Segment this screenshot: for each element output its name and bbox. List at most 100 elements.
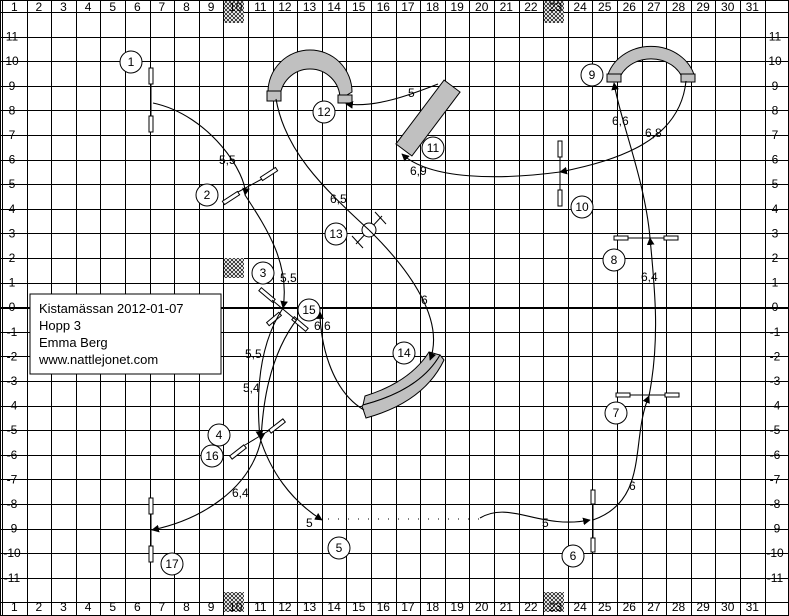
x-axis-tick-label: 27 [647, 0, 661, 14]
svg-text:12: 12 [317, 105, 331, 119]
obstacle-number: 12 [312, 100, 336, 124]
distance-label: 5 [542, 516, 549, 530]
x-axis-tick-label: 25 [598, 600, 612, 614]
website-url: www.nattlejonet.com [38, 352, 158, 367]
svg-text:7: 7 [613, 406, 620, 420]
obstacle-number: 7 [604, 401, 628, 425]
x-axis-tick-label: 15 [352, 600, 366, 614]
jump-7 [615, 392, 680, 398]
x-axis-tick-label: 8 [183, 0, 190, 14]
y-axis-tick-label: 6 [9, 153, 16, 167]
x-axis-tick-label: 27 [647, 600, 661, 614]
x-axis-tick-label: 12 [278, 600, 292, 614]
y-axis-tick-label: -7 [770, 472, 781, 486]
event-title: Kistamässan 2012-01-07 [39, 301, 184, 316]
svg-text:4: 4 [216, 428, 223, 442]
dog-path [151, 80, 687, 533]
obstacle-number: 2 [195, 183, 219, 207]
x-axis-tick-label: 16 [377, 0, 391, 14]
x-axis-tick-label: 17 [401, 600, 415, 614]
hatched-cell [224, 258, 244, 278]
y-axis-tick-label: -1 [770, 325, 781, 339]
y-axis-tick-label: 9 [9, 79, 16, 93]
x-axis-tick-label: 24 [573, 0, 587, 14]
y-axis-tick-label: -8 [770, 497, 781, 511]
x-axis-tick-label: 23 [549, 0, 563, 14]
x-axis-tick-label: 22 [524, 600, 538, 614]
x-axis-tick-label: 29 [696, 0, 710, 14]
x-axis-tick-label: 21 [500, 0, 514, 14]
x-axis-tick-label: 7 [159, 600, 166, 614]
x-axis-tick-label: 1 [11, 600, 18, 614]
distance-label: 5,5 [219, 153, 236, 167]
y-axis-tick-label: 11 [6, 30, 19, 44]
svg-text:11: 11 [427, 141, 440, 155]
distance-labels: 5,5 5,5 5,4 5,5 6,4 5 5 6 6,4 6,6 6,8 6,… [219, 86, 662, 530]
x-axis-tick-label: 13 [303, 0, 317, 14]
y-axis-tick-label: 4 [772, 202, 779, 216]
y-axis-tick-label: 0 [772, 300, 779, 314]
svg-text:8: 8 [611, 253, 618, 267]
obstacle-number: 11 [421, 136, 445, 160]
x-axis-tick-label: 13 [303, 600, 317, 614]
jump-6 [590, 489, 596, 553]
x-axis-tick-label: 26 [623, 0, 637, 14]
jump-2 [221, 166, 279, 206]
jump-17 [148, 497, 154, 563]
x-axis-tick-label: 5 [109, 600, 116, 614]
obstacle-number: 14 [392, 341, 416, 365]
y-axis-tick-label: 3 [9, 226, 16, 240]
x-axis-tick-label: 2 [36, 0, 43, 14]
x-axis-tick-label: 14 [327, 0, 341, 14]
distance-label: 6,9 [410, 164, 427, 178]
y-axis-tick-label: 9 [772, 79, 779, 93]
jump-8 [613, 235, 679, 241]
x-axis-tick-label: 2 [36, 600, 43, 614]
info-box: Kistamässan 2012-01-07 Hopp 3 Emma Berg … [29, 293, 222, 375]
x-axis-tick-label: 24 [573, 600, 587, 614]
x-axis-tick-label: 10 [229, 0, 243, 14]
distance-label: 6,5 [330, 192, 347, 206]
y-axis-tick-label: 7 [772, 128, 779, 142]
x-axis-tick-label: 8 [183, 600, 190, 614]
y-axis-tick-label: -4 [7, 399, 18, 413]
svg-text:2: 2 [204, 188, 211, 202]
obstacle-number: 9 [580, 63, 604, 87]
obstacle-number: 6 [561, 544, 585, 568]
y-axis-tick-label: 0 [9, 300, 16, 314]
svg-text:16: 16 [205, 449, 219, 463]
x-axis-tick-label: 15 [352, 0, 366, 14]
distance-label: 5,5 [280, 271, 297, 285]
y-axis-tick-label: 5 [772, 177, 779, 191]
x-axis-tick-label: 18 [426, 600, 440, 614]
distance-label: 5 [306, 516, 313, 530]
y-axis-tick-label: 2 [9, 251, 16, 265]
y-axis-tick-label: -6 [7, 448, 18, 462]
distance-label: 6 [629, 479, 636, 493]
y-axis-tick-label: -8 [7, 497, 18, 511]
y-axis-tick-label: -9 [770, 522, 781, 536]
hatched-cell [224, 592, 244, 612]
x-axis-tick-label: 18 [426, 0, 440, 14]
distance-label: 6,8 [645, 126, 662, 140]
y-axis-tick-label: 3 [772, 226, 779, 240]
x-axis-tick-label: 21 [500, 600, 514, 614]
x-axis-tick-label: 4 [85, 0, 92, 14]
jump-10 [557, 140, 563, 207]
tunnel-straight [395, 79, 461, 157]
svg-text:5: 5 [336, 541, 343, 555]
distance-label: 6 [421, 293, 428, 307]
x-axis-tick-label: 6 [134, 0, 141, 14]
obstacle-number: 10 [570, 195, 594, 219]
y-axis-tick-label: 10 [768, 54, 782, 68]
x-axis-tick-label: 5 [109, 0, 116, 14]
y-axis-tick-label: -7 [7, 472, 18, 486]
y-axis-tick-label: 1 [9, 276, 16, 290]
x-axis-tick-label: 10 [229, 600, 243, 614]
x-axis-tick-label: 31 [746, 600, 760, 614]
distance-label: 6,6 [314, 319, 331, 333]
